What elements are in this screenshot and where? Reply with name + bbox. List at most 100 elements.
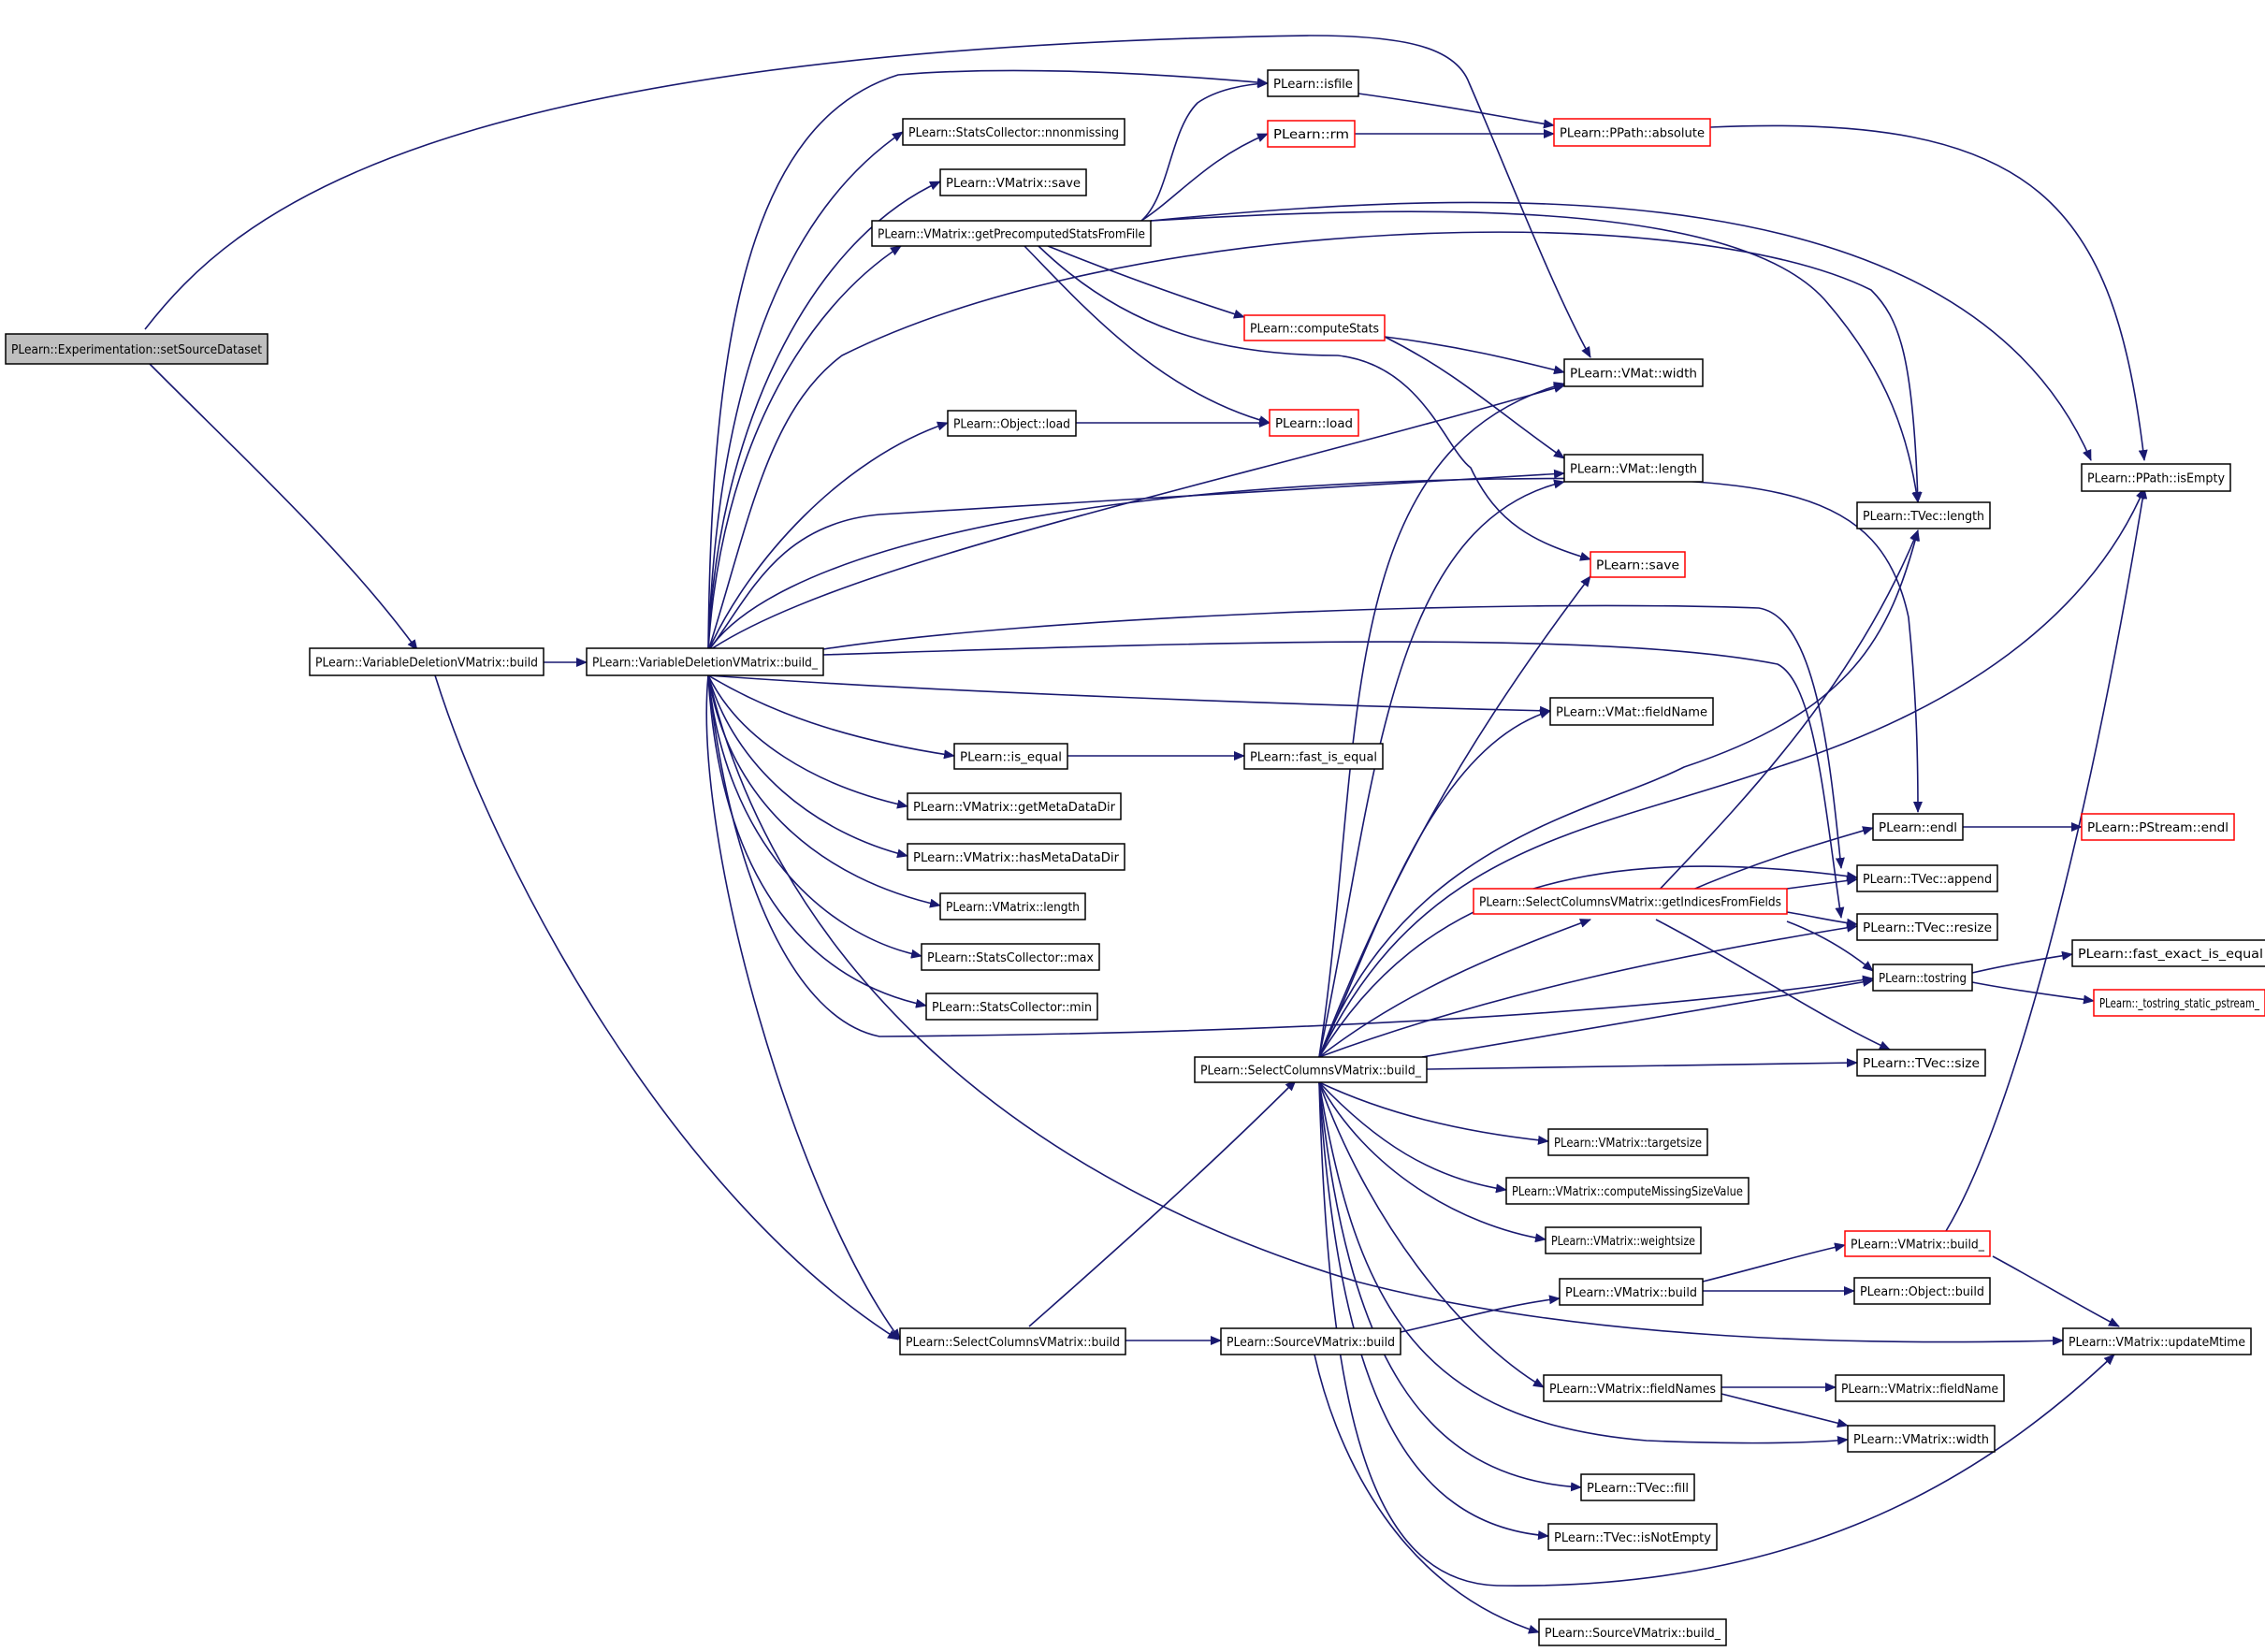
- node-vmBuild[interactable]: PLearn::VMatrix::build: [1559, 1278, 1704, 1306]
- node-label: PLearn::_tostring_static_pstream_: [2099, 996, 2259, 1011]
- node-box: [1243, 314, 1386, 341]
- node-vmatLength[interactable]: PLearn::VMat::length: [1563, 454, 1704, 483]
- node-rm[interactable]: PLearn::rm: [1267, 120, 1356, 148]
- node-label: PLearn::SelectColumnsVMatrix::build: [906, 1335, 1120, 1350]
- edge-scBuild_-updateMtime: [1318, 1081, 2115, 1587]
- node-vdBuild_[interactable]: PLearn::VariableDeletionVMatrix::build_: [586, 647, 824, 676]
- node-label: PLearn::Object::build: [1860, 1284, 1984, 1299]
- node-objBuild[interactable]: PLearn::Object::build: [1853, 1277, 1991, 1305]
- edge-scBuild_-tvecSize: [1426, 1058, 1858, 1070]
- node-nnonmissing[interactable]: PLearn::StatsCollector::nnonmissing: [902, 118, 1125, 146]
- node-label: PLearn::VMatrix::hasMetaDataDir: [913, 850, 1119, 865]
- node-scBuild[interactable]: PLearn::SelectColumnsVMatrix::build: [899, 1327, 1126, 1355]
- edge-getIndices-tvecLength: [1655, 529, 1919, 894]
- node-hasMetaDataDir[interactable]: PLearn::VMatrix::hasMetaDataDir: [907, 843, 1125, 871]
- edge-scBuild_-vmFieldNames: [1318, 1081, 1545, 1388]
- node-label: PLearn::computeStats: [1250, 322, 1379, 337]
- node-getIndices[interactable]: PLearn::SelectColumnsVMatrix::getIndices…: [1473, 888, 1788, 915]
- node-vmWidth[interactable]: PLearn::VMatrix::width: [1847, 1425, 1996, 1453]
- node-label: PLearn::is_equal: [960, 750, 1062, 765]
- node-box: [2071, 939, 2265, 967]
- node-label: PLearn::StatsCollector::min: [932, 1000, 1092, 1015]
- node-ppathIsEmpty[interactable]: PLearn::PPath::isEmpty: [2081, 463, 2231, 492]
- edge-getPrecomputed-ppathIsEmpty: [1150, 201, 2092, 461]
- node-vdBuild[interactable]: PLearn::VariableDeletionVMatrix::build: [309, 647, 544, 676]
- node-box: [1243, 743, 1384, 770]
- node-tvecSize[interactable]: PLearn::TVec::size: [1856, 1049, 1986, 1077]
- node-label: PLearn::VMatrix::width: [1853, 1432, 1989, 1447]
- node-box: [921, 943, 1100, 971]
- node-label: PLearn::VMat::fieldName: [1556, 705, 1707, 720]
- node-setSourceDataset[interactable]: PLearn::Experimentation::setSourceDatase…: [5, 333, 269, 365]
- node-getMetaDataDir[interactable]: PLearn::VMatrix::getMetaDataDir: [907, 792, 1122, 820]
- node-label: PLearn::VMatrix::build: [1565, 1285, 1697, 1300]
- node-objLoad[interactable]: PLearn::Object::load: [947, 410, 1077, 437]
- node-box: [902, 118, 1125, 146]
- node-vmFieldNames[interactable]: PLearn::VMatrix::fieldNames: [1543, 1374, 1722, 1402]
- node-tostringStatic[interactable]: PLearn::_tostring_static_pstream_: [2093, 989, 2265, 1017]
- node-box: [1856, 864, 1998, 892]
- node-targetsize[interactable]: PLearn::VMatrix::targetsize: [1547, 1128, 1708, 1156]
- node-vmSave[interactable]: PLearn::VMatrix::save: [939, 168, 1087, 196]
- node-tvecResize[interactable]: PLearn::TVec::resize: [1856, 913, 1998, 941]
- node-computeMissing[interactable]: PLearn::VMatrix::computeMissingSizeValue: [1505, 1177, 1750, 1205]
- node-tvecLength[interactable]: PLearn::TVec::length: [1856, 501, 1991, 529]
- edge-computeStats-vmatWidth: [1384, 336, 1565, 375]
- node-srcBuild[interactable]: PLearn::SourceVMatrix::build: [1220, 1327, 1401, 1355]
- edge-vdBuild_-vmatFieldName: [707, 674, 1551, 716]
- node-updateMtime[interactable]: PLearn::VMatrix::updateMtime: [2062, 1327, 2252, 1355]
- node-load[interactable]: PLearn::load: [1269, 409, 1359, 437]
- edge-vdBuild_-hasMetaDataDir: [707, 674, 908, 859]
- node-getPrecomputed[interactable]: PLearn::VMatrix::getPrecomputedStatsFrom…: [871, 220, 1152, 247]
- node-scBuild_[interactable]: PLearn::SelectColumnsVMatrix::build_: [1194, 1056, 1428, 1083]
- node-fastExactIsEqual[interactable]: PLearn::fast_exact_is_equal: [2071, 939, 2265, 967]
- node-box: [939, 892, 1086, 920]
- node-weightsize[interactable]: PLearn::VMatrix::weightsize: [1545, 1226, 1702, 1254]
- node-tvecIsNotEmpty[interactable]: PLearn::TVec::isNotEmpty: [1547, 1523, 1718, 1551]
- edge-getPrecomputed-save: [1038, 245, 1591, 561]
- node-srcBuild_[interactable]: PLearn::SourceVMatrix::build_: [1538, 1618, 1727, 1646]
- node-scMax[interactable]: PLearn::StatsCollector::max: [921, 943, 1100, 971]
- node-label: PLearn::TVec::fill: [1587, 1481, 1689, 1496]
- node-vmLength[interactable]: PLearn::VMatrix::length: [939, 892, 1086, 920]
- node-box: [1559, 1278, 1704, 1306]
- node-save[interactable]: PLearn::save: [1590, 551, 1686, 578]
- node-label: PLearn::VMatrix::fieldNames: [1549, 1382, 1716, 1397]
- node-tvecFill[interactable]: PLearn::TVec::fill: [1580, 1473, 1695, 1501]
- node-vmatWidth[interactable]: PLearn::VMat::width: [1563, 358, 1704, 387]
- node-label: PLearn::TVec::append: [1863, 872, 1992, 887]
- edge-isfile-ppathAbsolute: [1358, 93, 1555, 129]
- node-scMin[interactable]: PLearn::StatsCollector::min: [925, 993, 1098, 1021]
- edge-vmFieldNames-vmWidth: [1721, 1393, 1849, 1428]
- edge-vdBuild_-nnonmissing: [707, 131, 904, 652]
- node-vmBuild_[interactable]: PLearn::VMatrix::build_: [1844, 1230, 1991, 1257]
- node-tvecAppend[interactable]: PLearn::TVec::append: [1856, 864, 1998, 892]
- node-box: [871, 220, 1152, 247]
- node-label: PLearn::VMat::length: [1570, 462, 1697, 477]
- node-label: PLearn::endl: [1879, 820, 1957, 835]
- node-vmatFieldName[interactable]: PLearn::VMat::fieldName: [1549, 697, 1714, 726]
- node-label: PLearn::VMatrix::updateMtime: [2069, 1335, 2245, 1350]
- edge-setSourceDataset-vdBuild: [149, 363, 418, 651]
- node-vmFieldName[interactable]: PLearn::VMatrix::fieldName: [1835, 1374, 2005, 1402]
- node-ppathAbsolute[interactable]: PLearn::PPath::absolute: [1553, 118, 1711, 147]
- node-tostring[interactable]: PLearn::tostring: [1872, 964, 1973, 992]
- edge-vdBuild_-scBuild: [705, 674, 901, 1340]
- node-computeStats[interactable]: PLearn::computeStats: [1243, 314, 1386, 341]
- node-box: [1872, 964, 1973, 992]
- edge-vdBuild-scBuild: [434, 674, 899, 1340]
- node-label: PLearn::StatsCollector::max: [927, 950, 1094, 965]
- node-fastIsEqual[interactable]: PLearn::fast_is_equal: [1243, 743, 1384, 770]
- node-box: [1590, 551, 1686, 578]
- edge-setSourceDataset-vmatWidth: [144, 35, 1591, 358]
- node-isfile[interactable]: PLearn::isfile: [1267, 69, 1359, 97]
- edge-srcBuild-srcBuild_: [1314, 1354, 1540, 1634]
- node-label: PLearn::PStream::endl: [2087, 820, 2229, 835]
- node-pstreamEndl[interactable]: PLearn::PStream::endl: [2081, 813, 2235, 841]
- edge-vdBuild_-objLoad: [707, 421, 949, 652]
- node-box: [1835, 1374, 2005, 1402]
- node-endl[interactable]: PLearn::endl: [1872, 813, 1964, 841]
- edge-scBuild_-computeMissing: [1318, 1081, 1507, 1194]
- node-isEqual[interactable]: PLearn::is_equal: [953, 743, 1068, 770]
